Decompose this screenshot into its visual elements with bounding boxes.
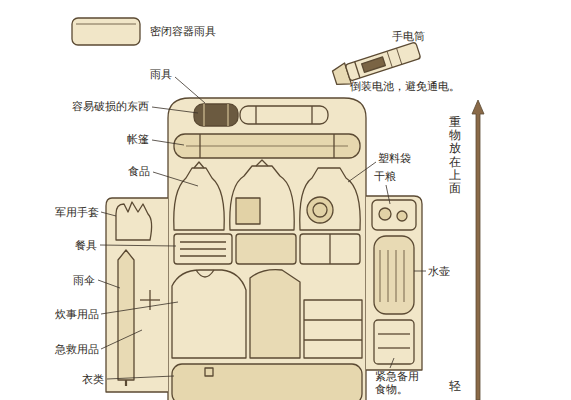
vertical-note: 轻 xyxy=(449,380,461,393)
part-label: 塑料袋 xyxy=(378,152,411,165)
part-label: 雨具 xyxy=(150,68,172,81)
vertical-note: 重物放在上面 xyxy=(449,116,461,195)
part-label: 容易破损的东西 xyxy=(72,100,149,113)
part-label: 急救用品 xyxy=(55,343,99,356)
part-label: 炊事用品 xyxy=(55,308,99,321)
part-label: 倒装电池，避免通电。 xyxy=(350,80,460,93)
part-label: 干粮 xyxy=(374,170,396,183)
part-label: 密闭容器雨具 xyxy=(150,25,216,38)
part-label: 水壶 xyxy=(428,265,450,278)
part-label: 紧急备用食物。 xyxy=(375,370,421,396)
part-label: 雨伞 xyxy=(73,274,95,287)
part-label: 帐篷 xyxy=(127,133,149,146)
part-label: 衣类 xyxy=(82,373,104,386)
part-label: 食品 xyxy=(128,165,150,178)
part-label: 手电筒 xyxy=(392,30,425,43)
part-label: 餐具 xyxy=(75,239,97,252)
part-label: 军用手套 xyxy=(55,206,99,219)
